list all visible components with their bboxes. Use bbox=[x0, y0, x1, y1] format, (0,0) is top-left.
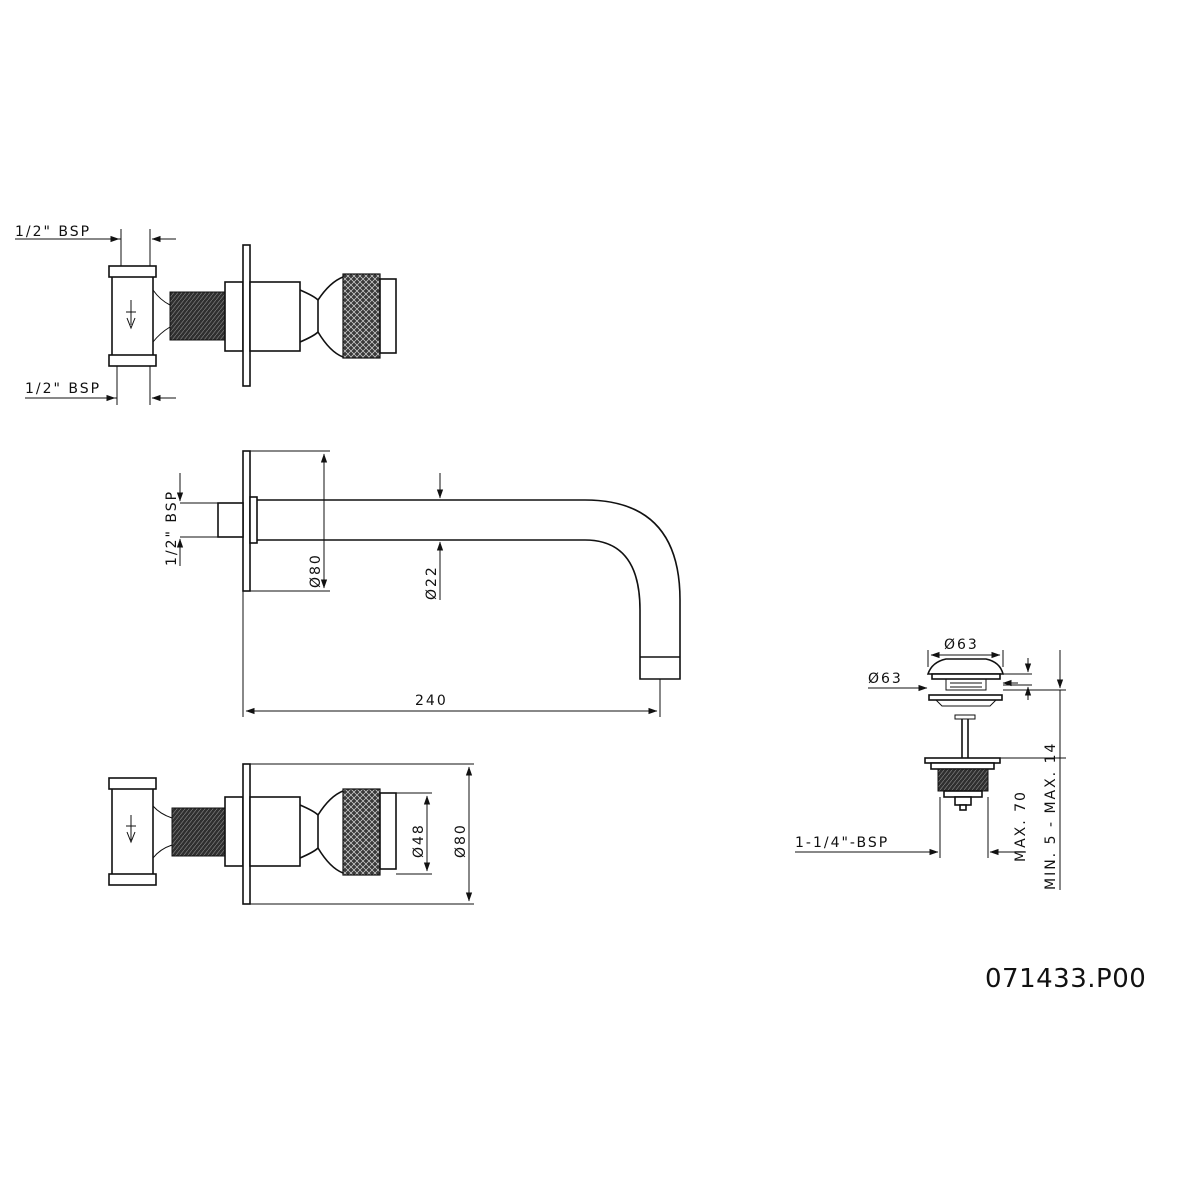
valve-top-outlet-label: 1/2" BSP bbox=[25, 381, 101, 397]
waste-range-label: MIN. 5 - MAX. 14 bbox=[1043, 742, 1059, 890]
valve-top-inlet-label: 1/2" BSP bbox=[15, 224, 91, 240]
valve-rosette-dia-label: Ø80 bbox=[453, 823, 469, 858]
spout-rosette-dia-label: Ø80 bbox=[308, 553, 324, 588]
spout-length-label: 240 bbox=[415, 693, 448, 709]
spout-inlet-label: 1/2" BSP bbox=[164, 490, 180, 566]
valve-handle-dia-label: Ø48 bbox=[411, 823, 427, 858]
spout: 1/2" BSP Ø80 Ø22 240 bbox=[164, 450, 681, 717]
waste-max-height-label: MAX. 70 bbox=[1013, 790, 1029, 862]
waste-cap-dia-label: Ø63 bbox=[944, 637, 979, 653]
product-code: 071433.P00 bbox=[985, 964, 1146, 994]
waste-flange-dia-label: Ø63 bbox=[868, 671, 903, 687]
spout-pipe-dia-label: Ø22 bbox=[424, 565, 440, 600]
valve-bottom: Ø48 Ø80 bbox=[108, 763, 474, 905]
valve-top: 1/2" BSP 1/2" BSP bbox=[15, 224, 397, 405]
waste: Ø63 Ø63 1-1/4"-BSP MAX. 70 MIN. 5 - MAX.… bbox=[795, 637, 1066, 890]
waste-thread-label: 1-1/4"-BSP bbox=[795, 835, 889, 851]
